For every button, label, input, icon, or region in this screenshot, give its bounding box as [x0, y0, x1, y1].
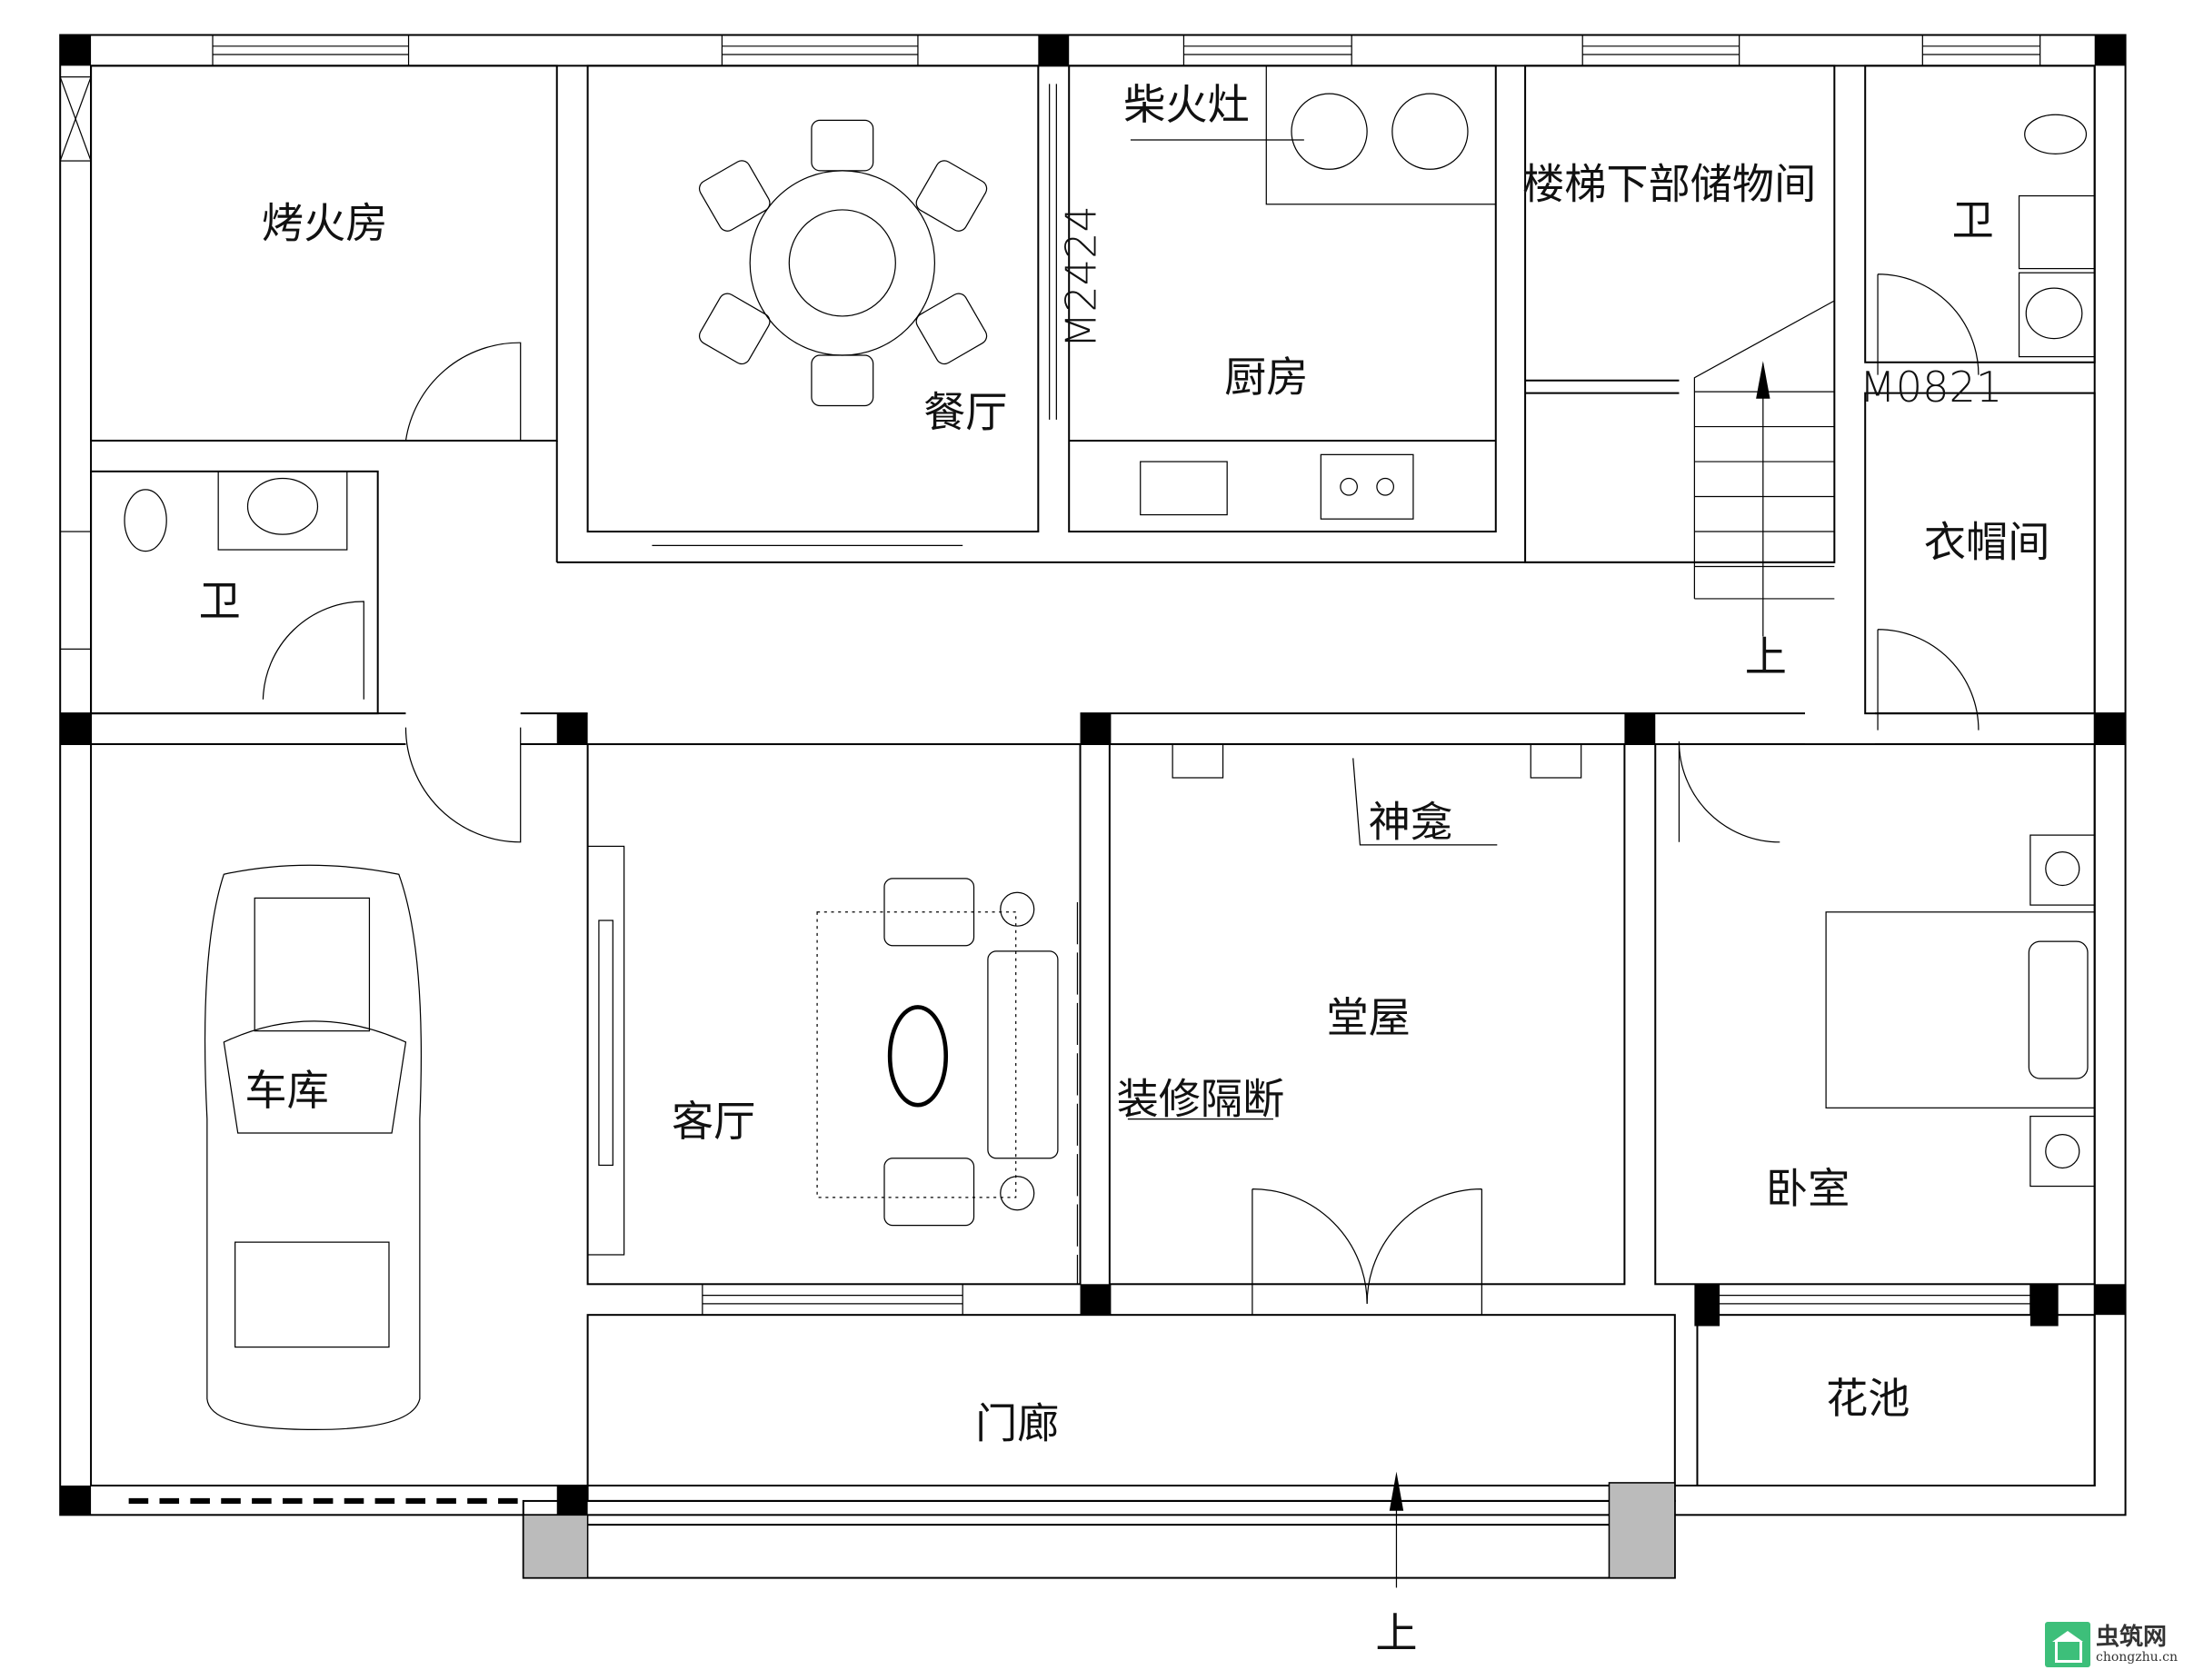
label-living: 客厅 — [672, 1097, 755, 1146]
doors — [262, 84, 1980, 1316]
dining-set — [698, 119, 988, 407]
watermark-domain: chongzhu.cn — [2096, 1650, 2178, 1665]
label-bath-left: 卫 — [199, 576, 241, 625]
car — [204, 864, 422, 1431]
watermark-logo: 虫筑网 chongzhu.cn — [2045, 1622, 2178, 1667]
label-firewood-stove: 柴火灶 — [1123, 80, 1250, 129]
bathroom-fixtures — [124, 114, 2096, 552]
house-logo-icon — [2045, 1622, 2090, 1667]
label-fire-room: 烤火房 — [262, 199, 388, 248]
bed — [1825, 834, 2096, 1188]
staircase — [1389, 300, 1835, 1588]
label-dining: 餐厅 — [923, 388, 1007, 437]
label-stair-up: 上 — [1745, 632, 1787, 681]
label-bedroom: 卧室 — [1766, 1164, 1850, 1213]
label-cloakroom: 衣帽间 — [1924, 518, 2050, 567]
label-partition: 装修隔断 — [1117, 1074, 1285, 1123]
label-hall: 堂屋 — [1326, 993, 1410, 1042]
label-garage: 车库 — [244, 1066, 328, 1115]
label-door-m2424: M2424 — [1056, 205, 1105, 348]
label-entry-up: 上 — [1375, 1609, 1417, 1658]
living-furniture — [586, 743, 1582, 1256]
label-storage: 楼梯下部储物间 — [1522, 160, 1816, 209]
watermark-name: 虫筑网 — [2096, 1624, 2168, 1651]
label-flower-bed: 花池 — [1826, 1374, 1910, 1423]
label-porch: 门廊 — [975, 1399, 1059, 1448]
label-bath-right: 卫 — [1952, 196, 1994, 245]
label-shrine: 神龛 — [1369, 798, 1452, 847]
label-door-m0821: M0821 — [1860, 363, 2002, 412]
columns — [60, 35, 2126, 1579]
label-kitchen: 厨房 — [1224, 353, 1308, 402]
room-labels: 烤火房 卫 餐厅 柴火灶 厨房 M2424 楼梯下部储物间 卫 M0821 衣帽… — [199, 80, 2050, 1658]
stove — [1130, 65, 1497, 205]
kitchen-fixtures — [1140, 453, 1414, 520]
